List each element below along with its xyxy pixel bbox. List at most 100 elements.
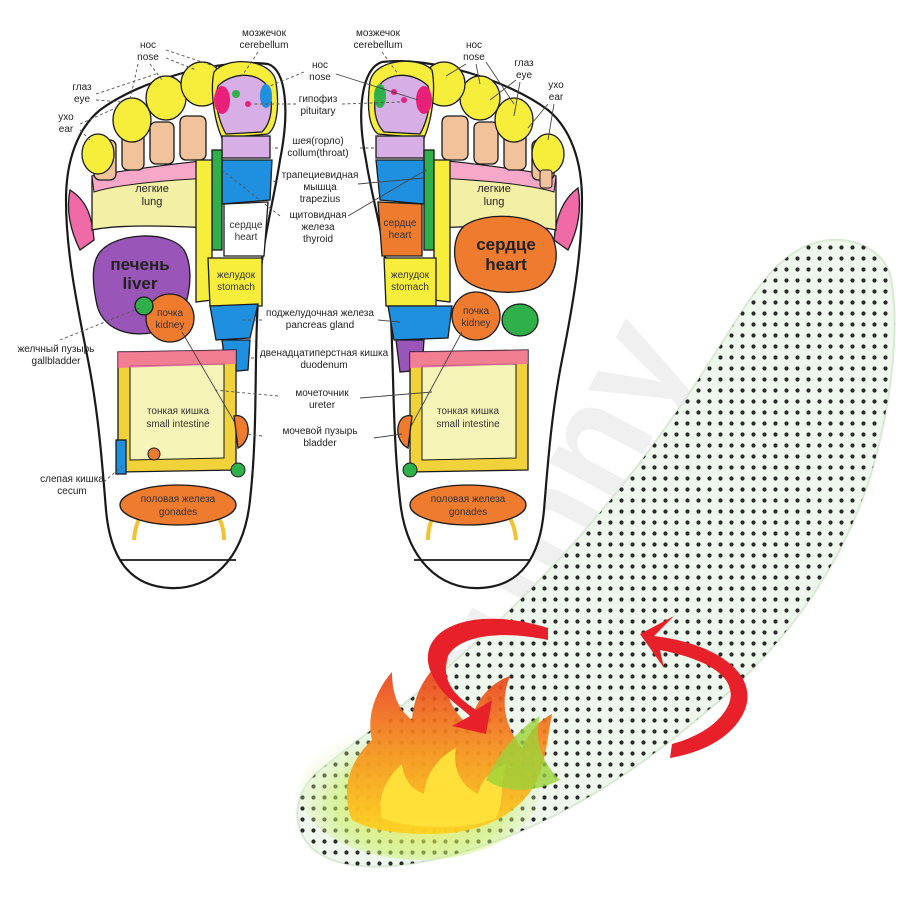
left-nose-lead-a xyxy=(165,49,221,69)
right-nose-en: nose xyxy=(463,52,485,63)
right-gonades-zone xyxy=(409,484,527,526)
liver-ru: печень xyxy=(110,255,169,274)
right-heart-en: heart xyxy=(389,230,412,241)
right-eye-lead xyxy=(489,79,517,101)
left-toe-base-4 xyxy=(179,115,207,161)
left-ear-ru: ухо xyxy=(58,112,74,123)
left-toe-3 xyxy=(145,75,187,121)
right-stomach-ru: желудок xyxy=(391,270,430,281)
left-heart-small-zone xyxy=(223,201,269,257)
pituitary-lead-right xyxy=(341,101,401,105)
trapezius-en: trapezius xyxy=(300,194,341,205)
right-stomach-en: stomach xyxy=(391,282,429,293)
bladder-lead-right xyxy=(373,433,403,439)
right-toe-base-3 xyxy=(473,121,499,165)
thyroid-en: thyroid xyxy=(303,234,333,245)
right-intestine-ru: тонкая кишка xyxy=(437,406,499,417)
left-nose-lead-c xyxy=(149,63,163,81)
right-pancreas-zone xyxy=(387,305,453,341)
right-bladder-dot xyxy=(402,462,418,478)
right-nose-spot xyxy=(416,86,432,114)
left-cecum-dot xyxy=(147,447,161,461)
ureter-lead-right xyxy=(359,391,433,399)
right-throat-zone xyxy=(375,135,425,159)
left-bladder-dot xyxy=(230,462,246,478)
right-toe-base-4 xyxy=(441,115,469,161)
left-lung-ru: легкие xyxy=(135,183,169,195)
right-outer-edge xyxy=(553,186,581,251)
center-cerebellum-en: cerebellum xyxy=(354,40,403,51)
left-ear-lead xyxy=(79,105,121,125)
right-eye-lead-b xyxy=(513,81,521,117)
cecum-ru: слепая кишка xyxy=(40,474,104,485)
left-nose-spot xyxy=(214,86,230,114)
left-heart-ru: сердце xyxy=(230,220,263,231)
flame-graphic xyxy=(346,656,560,834)
left-gonades-ru: половая железа xyxy=(141,494,216,505)
right-green-strip xyxy=(423,149,435,251)
right-pituitary-zone xyxy=(374,74,431,135)
left-toe-4 xyxy=(112,97,152,143)
left-intestine-pink xyxy=(118,350,236,368)
left-lung-en: lung xyxy=(142,196,163,208)
right-toe-5-spot xyxy=(539,169,553,189)
duodenum-ru: двенадцатиперстная кишка xyxy=(260,348,389,359)
right-lung-ru: легкие xyxy=(477,183,511,195)
gallbladder-en: gallbladder xyxy=(32,356,82,367)
left-kidney-zone xyxy=(145,293,195,343)
left-kidney-ru: почка xyxy=(157,308,184,319)
right-gonades-ru: половая железа xyxy=(431,494,506,505)
ureter-en: ureter xyxy=(309,400,336,411)
left-ureter-line xyxy=(181,331,239,429)
center-nose-en: nose xyxy=(309,72,331,83)
left-ear-lead-b xyxy=(79,129,91,141)
left-gonades-en: gonades xyxy=(159,507,197,518)
right-ear-lead xyxy=(527,103,549,129)
bladder-ru: мочевой пузырь xyxy=(282,426,357,437)
zone-labels: легкие lung легкие lung печень liver сер… xyxy=(110,183,535,518)
right-nose-lead-c xyxy=(485,61,515,105)
right-heart-ru: сердце xyxy=(384,218,417,229)
right-ureter-line xyxy=(409,331,463,429)
pancreas-lead-right xyxy=(377,319,401,323)
left-toe-5 xyxy=(81,133,115,175)
pituitary-ru: гипофиз xyxy=(299,93,338,105)
left-intestine-ru: тонкая кишка xyxy=(147,406,209,417)
center-nose-ru: нос xyxy=(312,60,328,71)
center-nose-lead-right xyxy=(335,73,419,101)
duodenum-en: duodenum xyxy=(300,360,347,371)
right-kidney-zone xyxy=(451,291,501,341)
left-green-strip xyxy=(211,149,223,251)
left-outer-edge xyxy=(67,188,95,251)
right-ear-spot xyxy=(374,84,386,108)
thyroid-ru2: железа xyxy=(301,222,335,233)
right-kidney-ru: почка xyxy=(463,306,490,317)
gallbladder-ru: желчный пузырь xyxy=(18,344,95,355)
left-cerebellum-lead xyxy=(241,51,259,77)
left-cerebellum-ru: мозжечок xyxy=(242,28,287,39)
center-nose-lead-left xyxy=(269,71,305,87)
left-nose-ru: нос xyxy=(140,40,156,51)
right-ear-en: ear xyxy=(549,92,564,103)
center-cerebellum-ru: мозжечок xyxy=(356,28,401,39)
left-trapezius-zone xyxy=(221,159,273,205)
right-trapezius-zone xyxy=(375,159,425,205)
left-throat-zone xyxy=(221,135,271,159)
thyroid-ru1: щитовидная xyxy=(289,210,346,221)
left-gonades-zone xyxy=(119,484,237,526)
left-pituitary-dot xyxy=(232,90,240,98)
left-stomach-en: stomach xyxy=(217,282,255,293)
thyroid-lead-left xyxy=(221,169,281,217)
trapezius-lead-left xyxy=(269,179,277,183)
left-ear-en: ear xyxy=(59,124,74,135)
rotation-arrows xyxy=(427,616,748,758)
left-nose-en: nose xyxy=(137,52,159,63)
right-ear-lead-b xyxy=(547,103,555,141)
heart-big-ru: сердце xyxy=(476,235,536,254)
center-cerebellum-lead xyxy=(381,51,399,75)
left-ear-spot xyxy=(260,84,272,108)
right-heart-big-zone xyxy=(453,215,557,293)
right-toe-4 xyxy=(494,97,534,143)
left-pituitary-zone xyxy=(215,74,272,135)
right-gonades-en: gonades xyxy=(449,507,487,518)
